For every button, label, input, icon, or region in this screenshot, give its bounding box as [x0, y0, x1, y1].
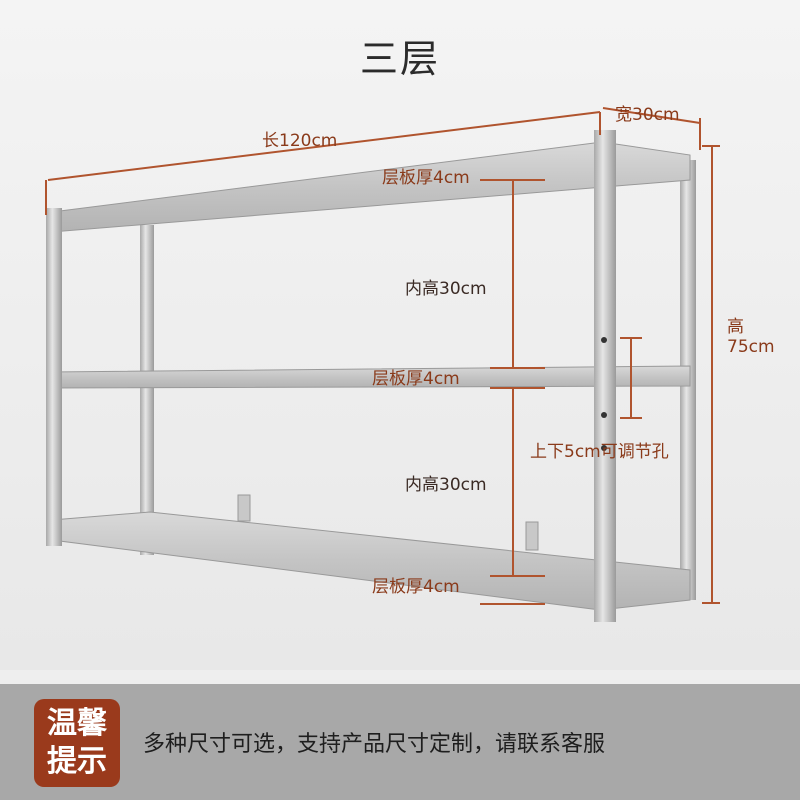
page-title: 三层 — [359, 37, 440, 81]
inner-height-upper: 内高30cm — [405, 279, 487, 299]
inner-height-lower: 内高30cm — [405, 475, 487, 495]
adjust-hole — [601, 412, 607, 418]
shelf-illustration — [45, 107, 720, 622]
tip-text: 多种尺寸可选，支持产品尺寸定制，请联系客服 — [143, 732, 606, 757]
height-value: 75cm — [727, 337, 775, 357]
back-left-post — [140, 225, 154, 555]
adjust-hole — [601, 445, 607, 451]
bracket-left — [237, 494, 251, 522]
front-left-post — [46, 208, 62, 546]
length-label: 长120cm — [262, 131, 338, 151]
adjust-hole — [601, 337, 607, 343]
board-thickness-middle: 层板厚4cm — [372, 369, 460, 389]
tip-bar — [0, 684, 800, 800]
width-label: 宽30cm — [615, 105, 680, 125]
tip-badge: 温馨 提示 — [34, 699, 120, 787]
tip-badge-line1: 温馨 — [47, 706, 107, 741]
board-thickness-top: 层板厚4cm — [382, 168, 470, 188]
height-label: 高 — [727, 317, 744, 337]
front-right-post — [594, 130, 616, 622]
length-dim-line — [47, 111, 601, 181]
adjust-holes-label: 上下5cm可调节孔 — [530, 442, 669, 462]
width-dim-line — [602, 107, 701, 124]
tip-badge-line2: 提示 — [47, 744, 107, 779]
board-thickness-bottom: 层板厚4cm — [372, 577, 460, 597]
bracket-right — [525, 521, 539, 551]
